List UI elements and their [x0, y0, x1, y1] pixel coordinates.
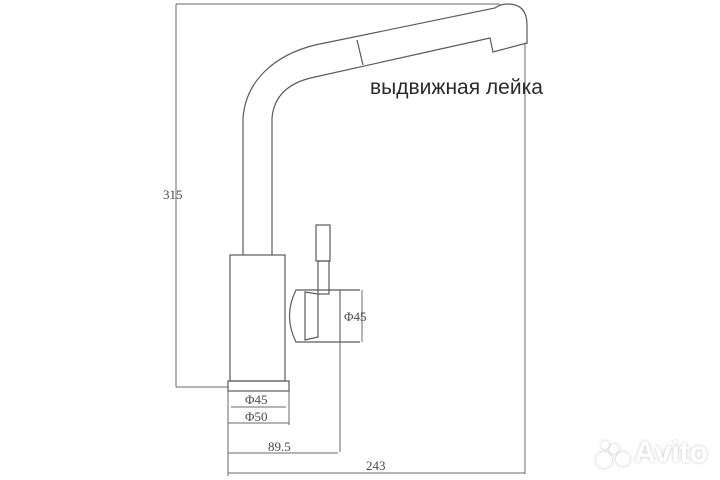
spout-reach-label: 243	[366, 458, 386, 473]
handle-collar	[304, 291, 319, 341]
avito-watermark-text: Avito	[634, 436, 708, 469]
handle-diameter-label: Φ45	[344, 309, 367, 324]
base-outer-diameter-label: Φ50	[245, 409, 268, 424]
base-flange	[227, 380, 290, 392]
spout-outer-contour	[242, 3, 528, 255]
pull-out-sprayer-note: выдвижная лейка	[370, 76, 543, 99]
avito-watermark: Avito	[596, 436, 708, 470]
handle-cartridge	[288, 289, 341, 343]
pull-out-sprayer-joint	[356, 39, 364, 66]
height-label: 315	[163, 187, 183, 202]
base-inner-diameter-label: Φ45	[245, 392, 268, 407]
lever-stem	[317, 260, 330, 295]
avito-logo-icon	[596, 438, 631, 468]
faucet-body	[229, 254, 286, 382]
handle-reach-label: 89.5	[268, 439, 291, 454]
spout-inner-contour	[271, 37, 528, 255]
lever-grip	[315, 224, 331, 262]
